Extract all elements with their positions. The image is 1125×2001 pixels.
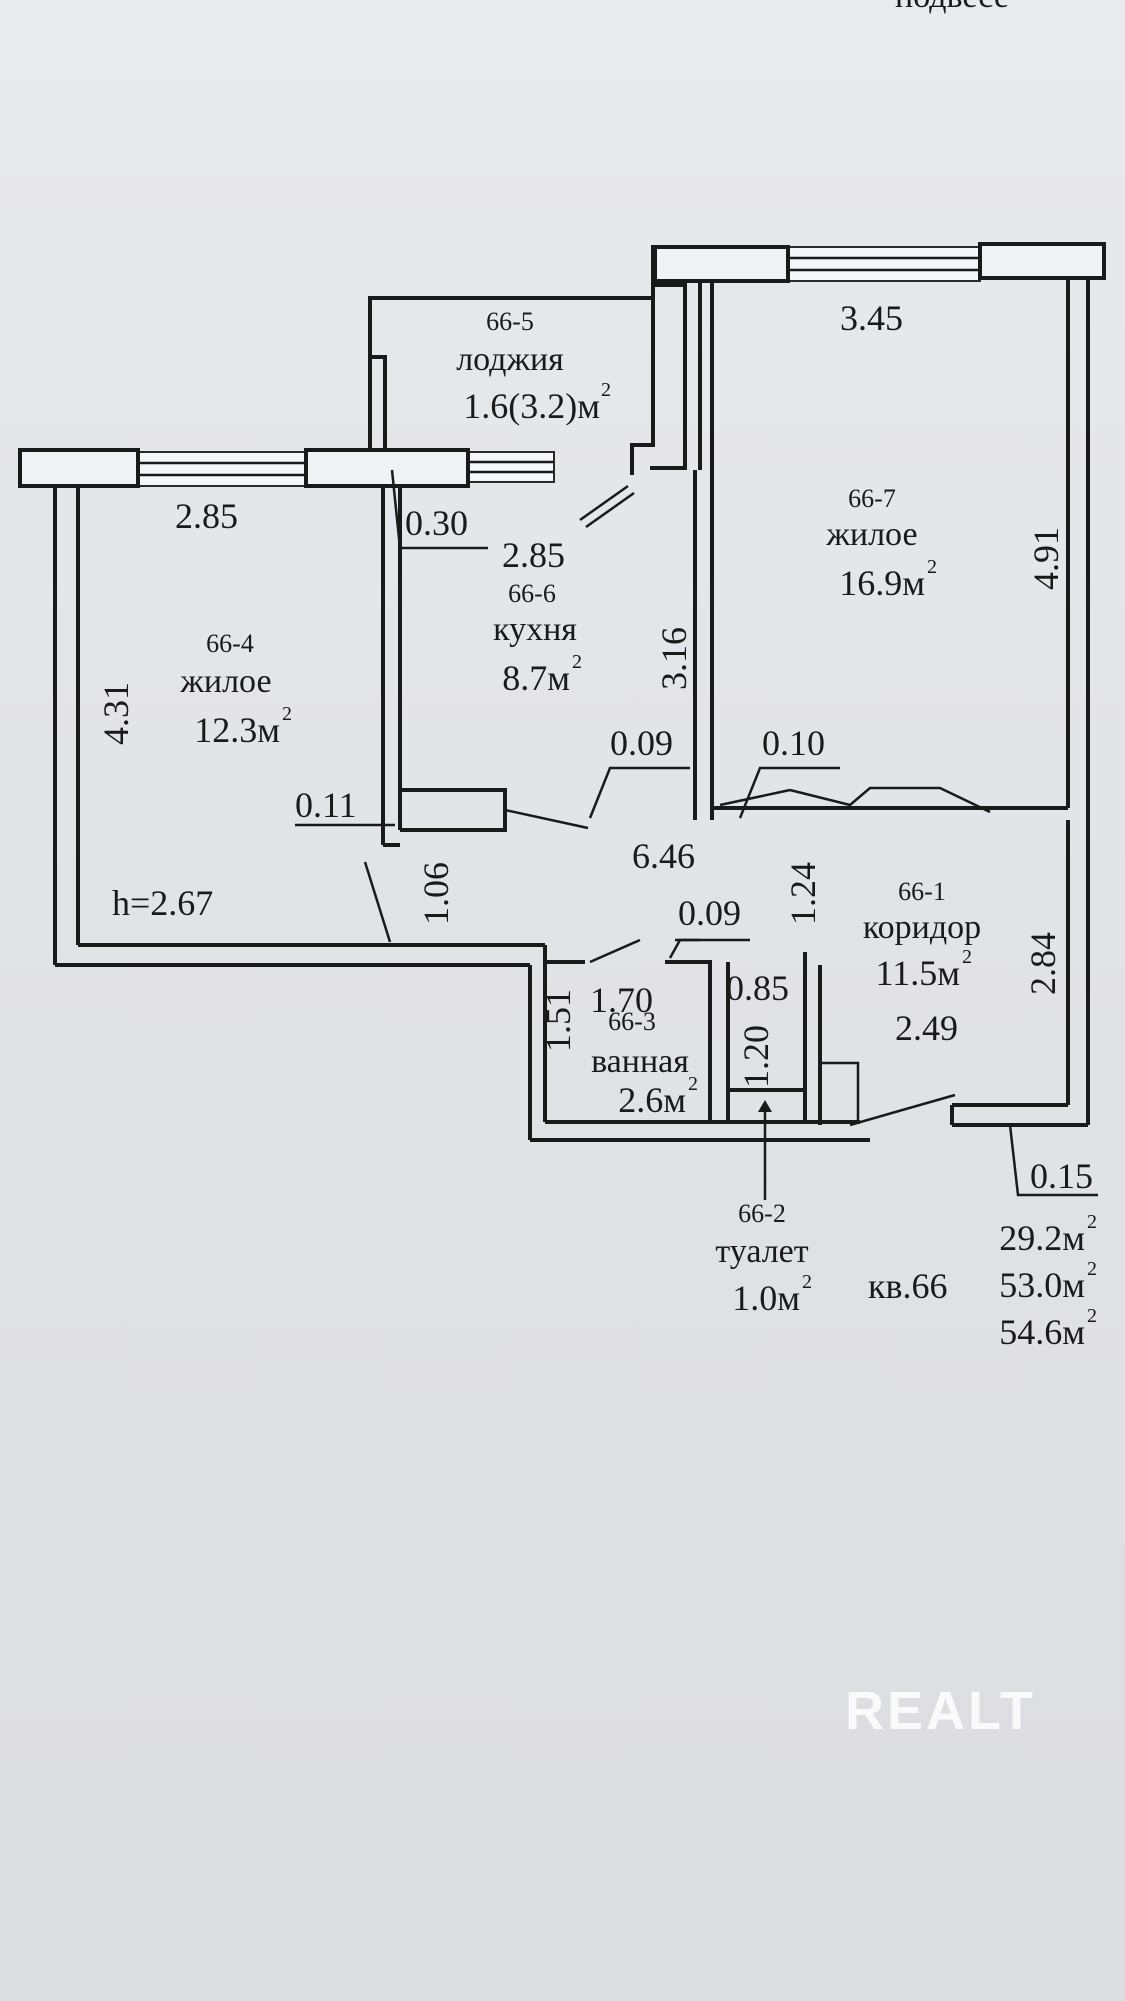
window-left	[137, 451, 307, 487]
dim-6-46: 6.46	[632, 836, 695, 876]
apartment-number: кв.66	[868, 1266, 948, 1306]
dim-4-91: 4.91	[1026, 527, 1066, 590]
dim-2-84: 2.84	[1023, 932, 1063, 995]
dim-0-10: 0.10	[762, 723, 825, 763]
room-loggia-code: 66-5	[486, 307, 534, 336]
dim-0-85: 0.85	[726, 968, 789, 1008]
room-living2-code: 66-7	[848, 484, 896, 513]
dim-1-20: 1.20	[736, 1025, 776, 1088]
room-toilet-code: 66-2	[738, 1199, 786, 1228]
room-bathroom: 66-3 ванная 2.6м 2	[591, 1007, 698, 1120]
room-loggia: 66-5 лоджия 1.6(3.2)м 2	[456, 307, 611, 426]
room-toilet-area: 1.0м	[732, 1278, 800, 1318]
room-living1-name: жилое	[179, 663, 271, 700]
room-corridor-area: 11.5м	[876, 953, 960, 993]
room-corridor-name: коридор	[863, 909, 981, 946]
room-living1-area: 12.3м	[194, 710, 280, 750]
dim-1-06: 1.06	[416, 862, 456, 925]
room-bathroom-code: 66-3	[608, 1007, 656, 1036]
living-area-sup: 2	[1087, 1211, 1097, 1233]
dim-0-11: 0.11	[295, 785, 357, 825]
room-bathroom-area-sup: 2	[688, 1073, 698, 1095]
area-summary: кв.66 29.2м 2 53.0м 2 54.6м 2	[868, 1211, 1097, 1352]
dim-1-24: 1.24	[783, 862, 823, 925]
dim-2-49: 2.49	[895, 1008, 958, 1048]
window-living2	[787, 246, 981, 282]
dim-0-15: 0.15	[1030, 1156, 1093, 1196]
dim-3-45: 3.45	[840, 298, 903, 338]
room-kitchen-name: кухня	[493, 611, 577, 648]
dim-0-09-a: 0.09	[610, 723, 673, 763]
room-toilet-area-sup: 2	[802, 1271, 812, 1293]
room-living2-name: жилое	[825, 516, 917, 553]
room-bathroom-name: ванная	[591, 1043, 689, 1080]
room-corridor-code: 66-1	[898, 877, 946, 906]
room-living2-area: 16.9м	[839, 563, 925, 603]
room-loggia-name: лоджия	[456, 341, 564, 378]
room-living1: 66-4 жилое 12.3м 2	[179, 629, 292, 750]
total-with-loggia-area-sup: 2	[1087, 1305, 1097, 1327]
window-kitchen	[467, 451, 555, 483]
total-with-loggia-area: 54.6м	[999, 1312, 1085, 1352]
dim-4-31: 4.31	[96, 682, 136, 745]
room-living1-code: 66-4	[206, 629, 254, 658]
dim-0-30: 0.30	[405, 503, 468, 543]
dim-1-51: 1.51	[538, 989, 578, 1052]
dim-3-16: 3.16	[654, 627, 694, 690]
top-edge-text: подвесе	[895, 0, 1009, 16]
leader-lines	[295, 469, 1098, 1200]
total-area-sup: 2	[1087, 1258, 1097, 1280]
living-area: 29.2м	[999, 1218, 1085, 1258]
room-living1-area-sup: 2	[282, 703, 292, 725]
room-kitchen-area-sup: 2	[572, 651, 582, 673]
room-corridor-area-sup: 2	[962, 946, 972, 968]
total-area: 53.0м	[999, 1265, 1085, 1305]
room-corridor: 66-1 коридор 11.5м 2	[863, 877, 981, 993]
pier-mid	[304, 448, 470, 488]
pier-left	[18, 448, 140, 488]
room-kitchen-code: 66-6	[508, 579, 556, 608]
pier-top-right	[978, 242, 1106, 280]
walls	[53, 245, 1090, 1142]
dim-0-09-b: 0.09	[678, 893, 741, 933]
dim-2-85-kitchen: 2.85	[502, 535, 565, 575]
room-living2-area-sup: 2	[927, 556, 937, 578]
room-living2: 66-7 жилое 16.9м 2	[825, 484, 937, 603]
watermark-logo: REALT	[845, 1681, 1036, 1741]
room-kitchen: 66-6 кухня 8.7м 2	[493, 579, 582, 698]
pier-top-mid	[653, 245, 790, 283]
room-loggia-area: 1.6(3.2)м	[463, 386, 600, 426]
room-toilet: 66-2 туалет 1.0м 2	[715, 1199, 812, 1318]
dim-2-85-left: 2.85	[175, 496, 238, 536]
room-toilet-name: туалет	[715, 1233, 808, 1270]
room-kitchen-area: 8.7м	[502, 658, 570, 698]
room-bathroom-area: 2.6м	[618, 1080, 686, 1120]
dim-h-2-67: h=2.67	[112, 883, 213, 923]
dim-1-70: 1.70	[590, 980, 653, 1020]
room-loggia-area-sup: 2	[601, 379, 611, 401]
dimension-labels: 3.45 2.85 0.30 2.85 4.91 3.16 4.31 0.09 …	[96, 298, 1093, 1196]
